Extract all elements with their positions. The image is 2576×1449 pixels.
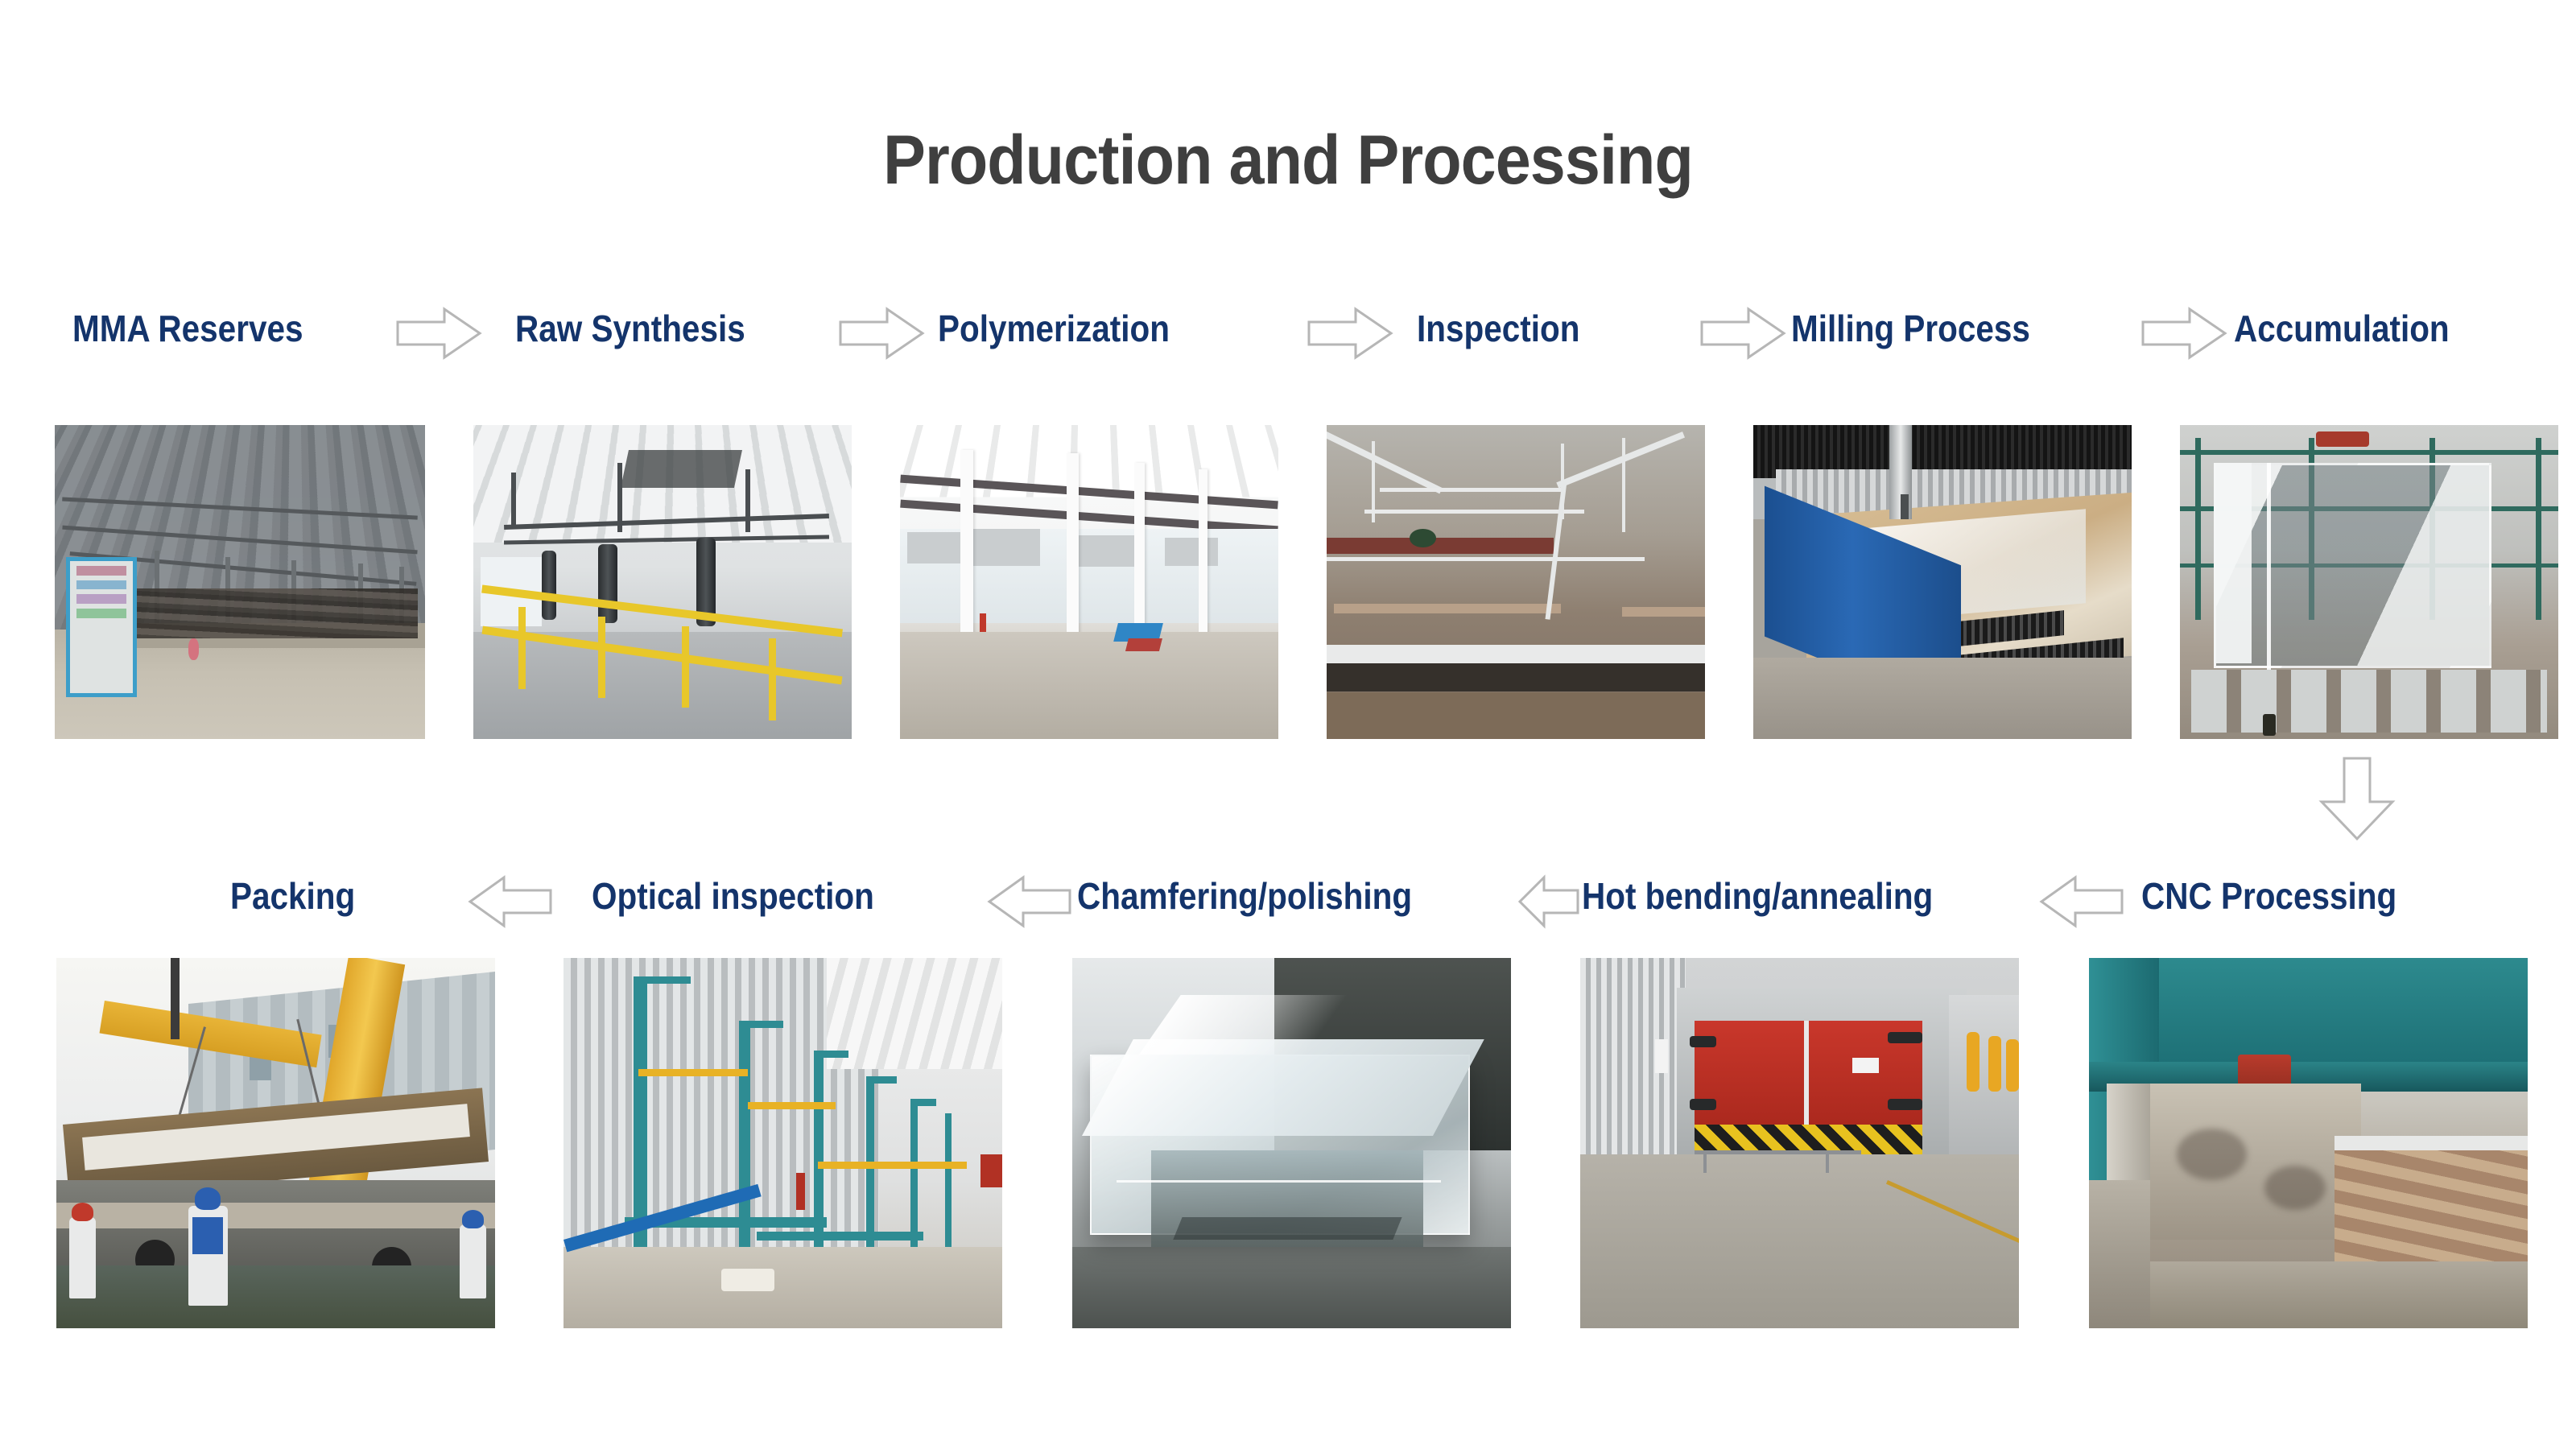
- flow-step-label-optical-inspection: Optical inspection: [592, 875, 874, 917]
- process-photo-milling-process: [1753, 425, 2132, 739]
- arrow-down-block-icon: [2309, 755, 2405, 844]
- arrow-left-block-icon-1: [467, 873, 554, 931]
- arrow-left-block-icon-4: [2038, 873, 2125, 931]
- process-photo-packing: [56, 958, 495, 1328]
- arrow-right-block-icon-3: [1306, 304, 1394, 362]
- process-photo-raw-synthesis: [473, 425, 852, 739]
- process-photo-chamfering-polishing: [1072, 958, 1511, 1328]
- arrow-right-block-icon-5: [2140, 304, 2228, 362]
- arrow-left-block-icon-2: [986, 873, 1073, 931]
- flow-step-label-accumulation: Accumulation: [2234, 308, 2450, 349]
- process-photo-hot-bending-annealing: [1580, 958, 2019, 1328]
- page-title: Production and Processing: [883, 122, 1694, 199]
- flow-step-label-raw-synthesis: Raw Synthesis: [515, 308, 745, 349]
- process-photo-accumulation: [2180, 425, 2558, 739]
- flow-step-label-mma-reserves: MMA Reserves: [72, 308, 303, 349]
- arrow-right-block-icon-4: [1699, 304, 1787, 362]
- arrow-left-block-icon-3: [1517, 873, 1581, 931]
- process-photo-cnc-processing: [2089, 958, 2528, 1328]
- process-photo-inspection: [1327, 425, 1705, 739]
- flow-step-label-inspection: Inspection: [1417, 308, 1580, 349]
- process-photo-optical-inspection: [564, 958, 1002, 1328]
- flow-step-label-chamfering-polishing: Chamfering/polishing: [1077, 875, 1413, 917]
- arrow-right-block-icon-2: [837, 304, 926, 362]
- flow-step-label-cnc-processing: CNC Processing: [2141, 875, 2397, 917]
- process-photo-mma-reserves: [55, 425, 425, 739]
- process-photo-polymerization: [900, 425, 1278, 739]
- flow-step-label-packing: Packing: [230, 875, 356, 917]
- flow-step-label-polymerization: Polymerization: [938, 308, 1170, 349]
- arrow-right-block-icon-1: [394, 304, 483, 362]
- flow-step-label-milling-process: Milling Process: [1791, 308, 2030, 349]
- flow-step-label-hot-bending-annealing: Hot bending/annealing: [1582, 875, 1934, 917]
